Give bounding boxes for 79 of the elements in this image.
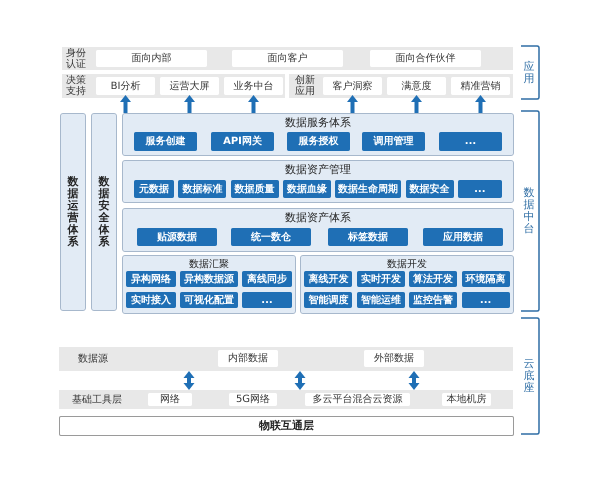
module-tile: 实时接入 (126, 292, 176, 308)
panel-title: 数据资产体系 (285, 212, 351, 224)
module-tile: 异构数据源 (180, 271, 238, 287)
double-arrow (294, 371, 306, 390)
module-tile: 数据质量 (230, 180, 279, 198)
item-tile: 面向客户 (232, 50, 343, 67)
panel-title: 数据资产管理 (285, 164, 351, 176)
item-tile: 多云平台混合云资源 (305, 393, 410, 406)
row-label: 基础工具层 (72, 394, 122, 405)
module-tile: 数据安全 (406, 180, 454, 198)
double-arrow (408, 371, 420, 390)
layer-label: 数据中台 (524, 186, 534, 236)
module-tile: 应用数据 (423, 228, 503, 246)
item-tile: 本地机房 (442, 393, 491, 406)
module-tile: 调用管理 (362, 132, 425, 151)
item-tile: 客户洞察 (323, 77, 382, 95)
panel-title: 数据开发 (387, 259, 427, 270)
module-tile: 实时开发 (356, 271, 405, 287)
module-tile: 标签数据 (328, 228, 408, 246)
item-tile: 运营大屏 (160, 77, 219, 95)
module-tile: 监控告警 (409, 292, 458, 308)
item-tile: 满意度 (387, 77, 446, 95)
module-tile: 服务授权 (287, 132, 350, 151)
layer-band (289, 74, 513, 98)
module-tile: API网关 (211, 132, 274, 151)
system-column: 数据安全体系 (91, 113, 117, 311)
item-tile: 面向合作伙伴 (370, 50, 481, 67)
item-tile: 网络 (148, 393, 192, 406)
item-tile: 面向内部 (96, 50, 207, 67)
layer-panel (300, 255, 514, 314)
module-tile: 数据标准 (178, 180, 226, 198)
arrow (248, 95, 259, 113)
row-label: 创新应用 (295, 75, 316, 97)
arrow (411, 95, 422, 113)
layer-label: 应用 (524, 60, 534, 85)
layer-band (59, 390, 513, 409)
item-tile: 内部数据 (218, 350, 278, 367)
module-tile: 元数据 (134, 180, 174, 198)
module-tile: ... (458, 180, 502, 198)
module-tile: 离线开发 (304, 271, 352, 287)
panel-title: 数据服务体系 (285, 117, 351, 130)
layer-panel (122, 113, 514, 156)
module-tile: 离线同步 (242, 271, 292, 287)
item-tile: BI分析 (96, 77, 155, 95)
module-tile: 智能调度 (304, 292, 352, 308)
item-tile: 业务中台 (224, 77, 283, 95)
arrow (184, 95, 195, 113)
module-tile: 服务创建 (134, 132, 197, 151)
row-label: 数据源 (78, 354, 108, 364)
layer-panel (122, 208, 514, 252)
layer-bar: 物联互通层 (59, 416, 514, 436)
module-tile: 数据生命周期 (335, 180, 402, 198)
arrow (347, 95, 358, 113)
row-label: 身份认证 (66, 48, 87, 70)
double-arrow (184, 371, 194, 390)
layer-label: 云底座 (524, 358, 534, 394)
row-label: 决策支持 (66, 75, 87, 97)
module-tile: 数据血缘 (282, 180, 331, 198)
module-tile: ... (242, 292, 292, 308)
layer-band (62, 74, 285, 98)
module-tile: 算法开发 (409, 271, 458, 287)
item-tile: 精准营销 (451, 77, 510, 95)
layer-band (59, 347, 513, 371)
module-tile: ... (462, 292, 510, 308)
system-column: 数据运营体系 (60, 113, 86, 311)
module-tile: 环境隔离 (462, 271, 510, 287)
module-tile: 贴源数据 (137, 228, 217, 246)
arrow (475, 95, 486, 113)
layer-panel (122, 255, 296, 314)
module-tile: 可视化配置 (180, 292, 238, 308)
layer-panel (122, 160, 514, 203)
item-tile: 外部数据 (364, 350, 424, 367)
module-tile: 智能运维 (356, 292, 405, 308)
panel-title: 数据汇聚 (189, 259, 229, 270)
item-tile: 5G网络 (229, 393, 277, 406)
module-tile: ... (439, 132, 502, 151)
arrow (120, 95, 131, 113)
module-tile: 异构网络 (126, 271, 176, 287)
module-tile: 统一数仓 (231, 228, 311, 246)
